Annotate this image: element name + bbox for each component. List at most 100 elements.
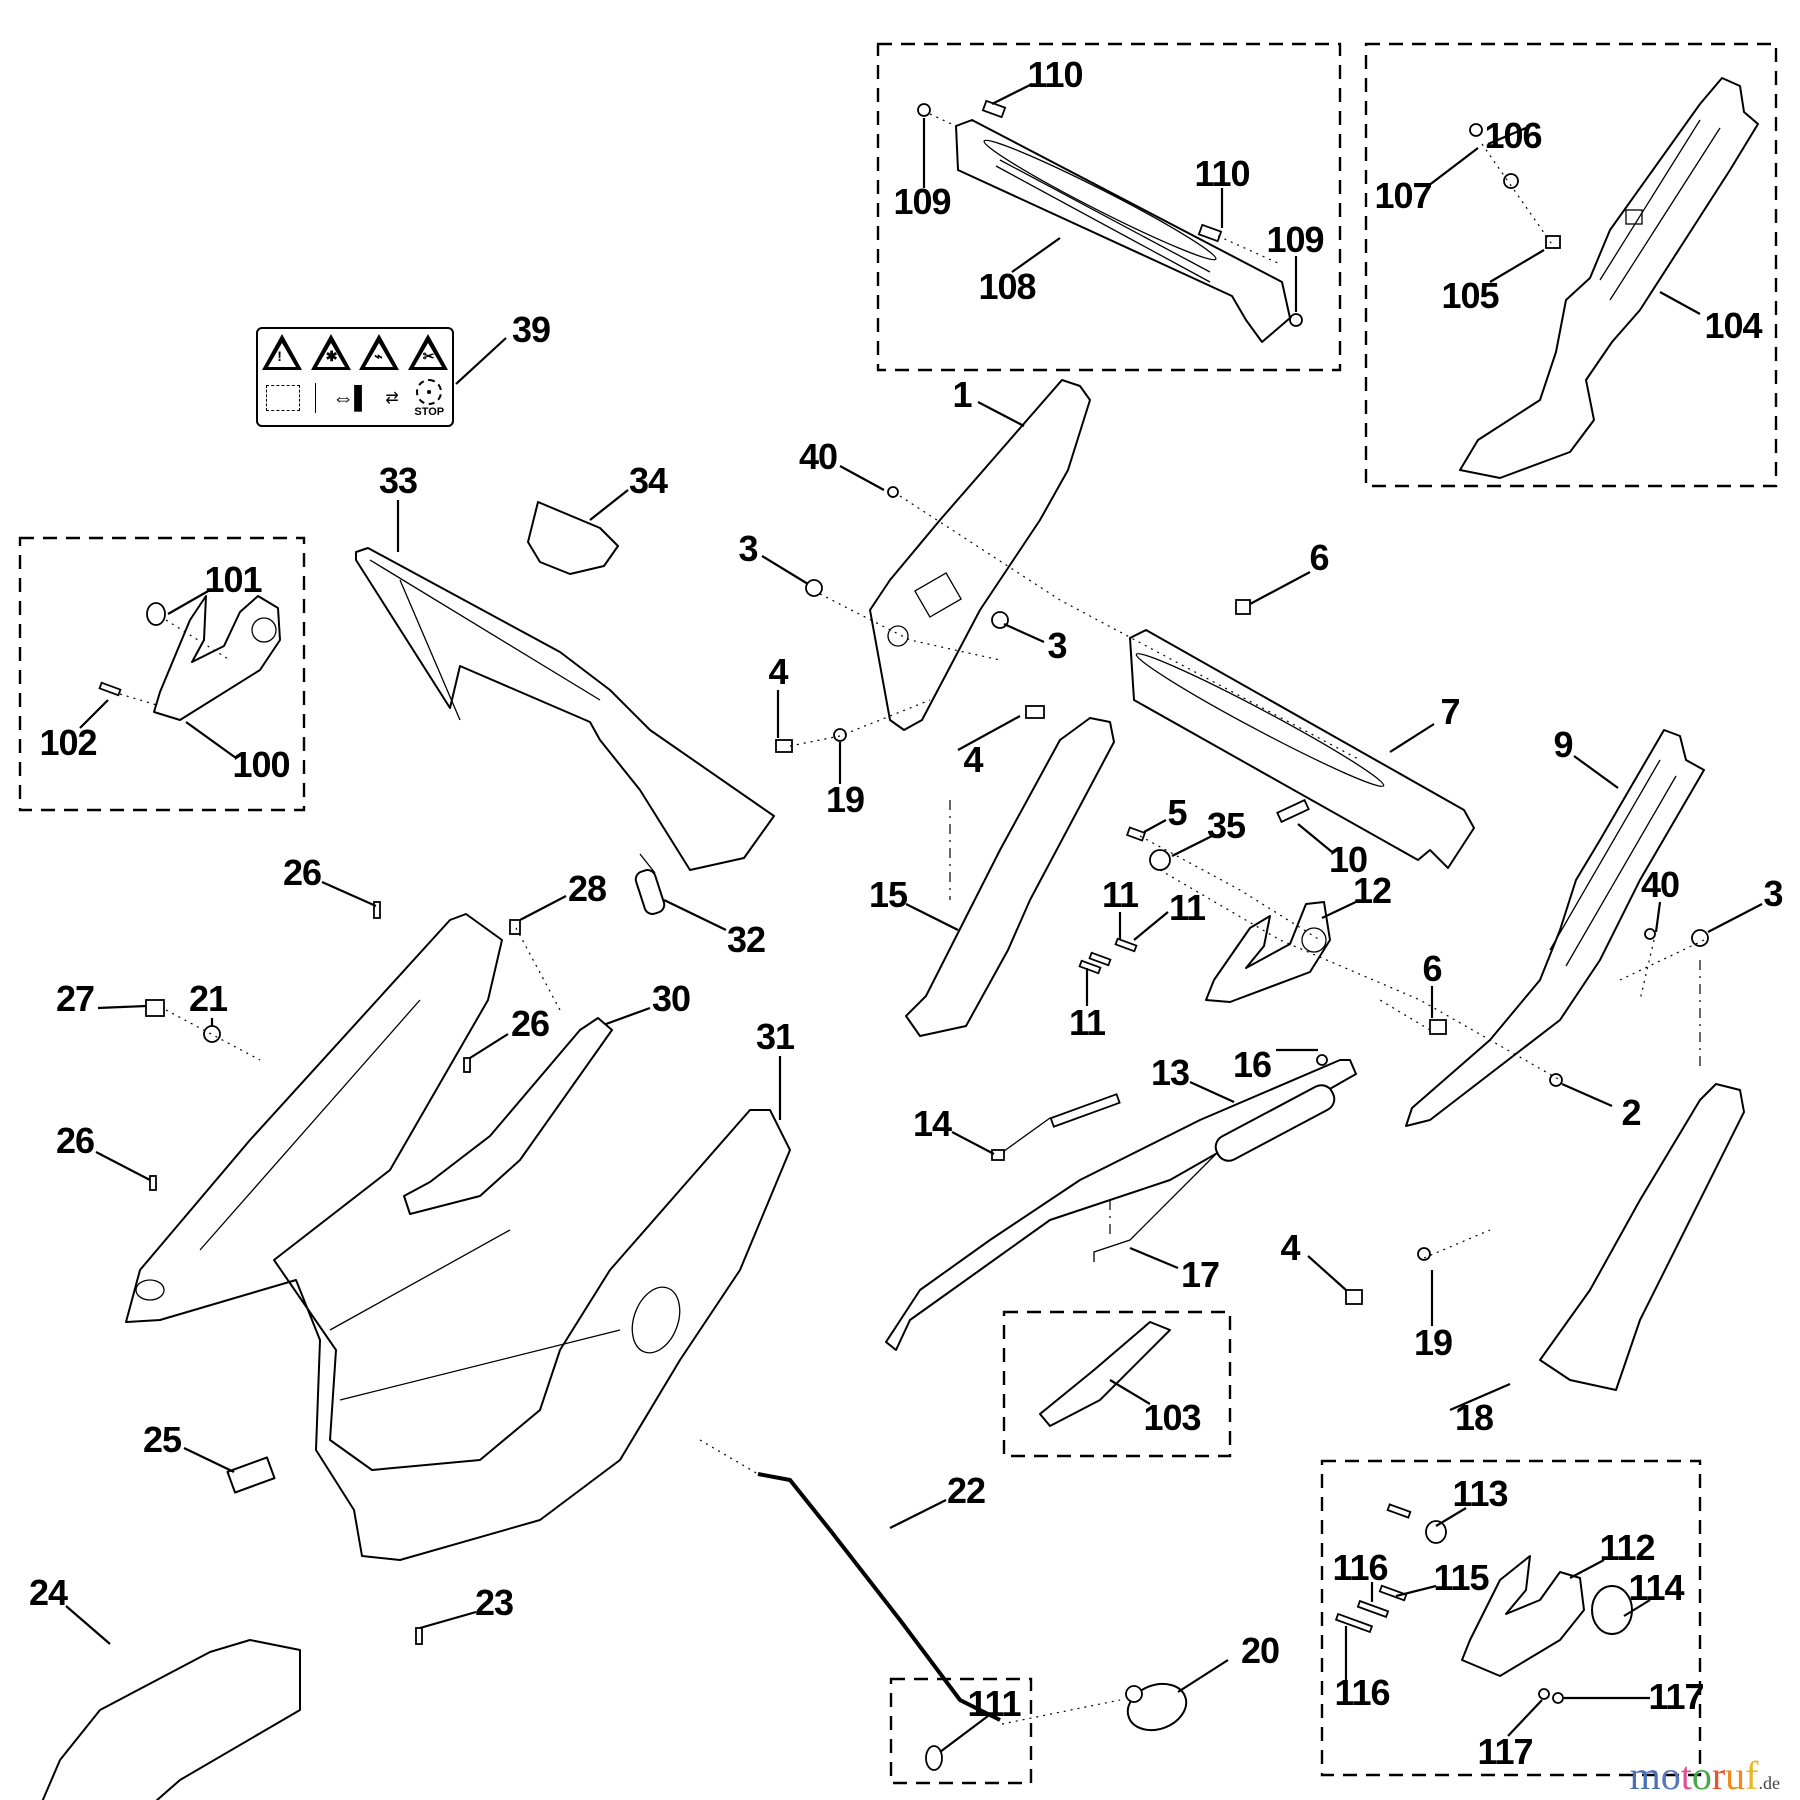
callout-label: 40 bbox=[1640, 864, 1680, 905]
warning-mark: ! bbox=[277, 348, 282, 364]
callout-label: 40 bbox=[798, 436, 838, 477]
callout-label: 39 bbox=[511, 309, 551, 350]
part-25-clip bbox=[226, 1456, 276, 1494]
part-23-screw bbox=[415, 1627, 423, 1645]
callout-label: 112 bbox=[1599, 1527, 1655, 1568]
part-12-lever bbox=[1205, 901, 1331, 1003]
callout-label: 10 bbox=[1328, 839, 1368, 880]
callout-label: 103 bbox=[1143, 1397, 1201, 1438]
fasteners-108-kit bbox=[917, 99, 1303, 327]
callout-label: 105 bbox=[1441, 275, 1499, 316]
callout-label: 7 bbox=[1440, 691, 1460, 732]
warning-foot-injury-icon: ✂ bbox=[407, 334, 448, 370]
callout-label: 13 bbox=[1150, 1052, 1190, 1093]
part-34-cap bbox=[527, 501, 619, 575]
callout-label: 4 bbox=[1280, 1227, 1300, 1268]
callout-label: 27 bbox=[55, 978, 95, 1019]
logo-tld: .de bbox=[1758, 1773, 1781, 1793]
kit-box-112 bbox=[1320, 1459, 1702, 1777]
blade-stop-icon: STOP bbox=[414, 378, 445, 418]
brand-logo: motoruf.de bbox=[1630, 1756, 1780, 1796]
read-manual-icon bbox=[265, 385, 300, 411]
callout-label: 110 bbox=[1194, 153, 1250, 194]
callout-label: 114 bbox=[1628, 1567, 1684, 1608]
callout-label: 11 bbox=[1168, 887, 1206, 928]
callout-label: 107 bbox=[1374, 175, 1432, 216]
kit-box-111 bbox=[889, 1677, 1033, 1785]
callout-label: 100 bbox=[232, 744, 290, 785]
callout-label: 30 bbox=[651, 978, 691, 1019]
callout-label: 117 bbox=[1477, 1731, 1533, 1772]
part-100-lever-kit bbox=[98, 595, 281, 721]
part-111-washer bbox=[925, 1745, 943, 1771]
callout-label: 26 bbox=[55, 1120, 95, 1161]
warning-general-icon: ! bbox=[262, 334, 303, 370]
callout-label: 12 bbox=[1352, 870, 1392, 911]
callout-label: 14 bbox=[912, 1103, 952, 1144]
callout-label: 20 bbox=[1240, 1630, 1280, 1671]
part-14-indicator bbox=[991, 1093, 1121, 1161]
logo-letter: f bbox=[1745, 1753, 1759, 1798]
callout-label: 34 bbox=[628, 460, 668, 501]
separator bbox=[315, 383, 317, 413]
callout-label: 106 bbox=[1484, 115, 1542, 156]
callout-label: 28 bbox=[567, 868, 607, 909]
leader-lines bbox=[65, 83, 1763, 1753]
callout-label: 1 bbox=[952, 374, 972, 415]
callout-label: 11 bbox=[1101, 874, 1139, 915]
callout-label: 104 bbox=[1704, 305, 1762, 346]
part-104-side-bracket bbox=[1459, 77, 1759, 479]
keep-distance-icon: ⇔▌ bbox=[332, 385, 370, 410]
part-7-crossbar bbox=[1129, 629, 1475, 869]
callout-label: 113 bbox=[1452, 1473, 1508, 1514]
callout-label: 5 bbox=[1167, 792, 1187, 833]
callout-label: 18 bbox=[1454, 1397, 1494, 1438]
callout-label: 17 bbox=[1180, 1254, 1220, 1295]
part-112-lever-kit bbox=[1334, 1503, 1633, 1704]
callout-label: 32 bbox=[726, 919, 766, 960]
callout-label: 2 bbox=[1621, 1092, 1641, 1133]
callout-label: 19 bbox=[1413, 1322, 1453, 1363]
kit-box-103 bbox=[1002, 1310, 1232, 1458]
instruction-icons-row: ⇔▌ ⇄ STOP bbox=[258, 375, 452, 421]
logo-letter: u bbox=[1725, 1753, 1746, 1798]
callout-label: 11 bbox=[1068, 1002, 1106, 1043]
callout-label: 111 bbox=[967, 1683, 1021, 1724]
callout-label: 31 bbox=[755, 1016, 795, 1057]
callout-label: 15 bbox=[868, 874, 908, 915]
callout-label: 21 bbox=[188, 978, 228, 1019]
blade-icon bbox=[416, 378, 443, 405]
warning-triangles-row: ! ✱ ⌁ ✂ bbox=[258, 329, 452, 375]
logo-letter: o bbox=[1691, 1753, 1712, 1798]
stop-text: STOP bbox=[414, 405, 445, 418]
logo-letter: t bbox=[1680, 1753, 1692, 1798]
part-30-link bbox=[403, 1017, 613, 1215]
assembly-guide-lines bbox=[165, 495, 1705, 1259]
callout-label: 6 bbox=[1309, 537, 1329, 578]
logo-letter: m bbox=[1629, 1753, 1661, 1798]
height-adjust-icon: ⇄ bbox=[385, 390, 399, 407]
callout-label: 102 bbox=[39, 722, 97, 763]
callout-label: 4 bbox=[963, 739, 983, 780]
kit-box-100 bbox=[18, 536, 306, 812]
callout-label: 19 bbox=[825, 779, 865, 820]
callout-label: 116 bbox=[1332, 1547, 1388, 1588]
part-18-rail bbox=[1539, 1083, 1745, 1391]
part-9-bracket bbox=[1405, 729, 1705, 1127]
logo-letter: r bbox=[1711, 1753, 1726, 1798]
callout-label: 16 bbox=[1232, 1044, 1272, 1085]
warning-sticker: ! ✱ ⌁ ✂ ⇔▌ ⇄ STOP bbox=[256, 327, 454, 427]
fasteners-104-kit bbox=[1469, 123, 1561, 251]
callout-label: 33 bbox=[378, 460, 418, 501]
callout-label: 109 bbox=[1266, 219, 1324, 260]
callout-label: 116 bbox=[1334, 1672, 1390, 1713]
kit-box-108 bbox=[876, 42, 1342, 372]
callout-label: 26 bbox=[282, 852, 322, 893]
callout-label: 115 bbox=[1433, 1557, 1489, 1598]
callout-label: 3 bbox=[738, 528, 758, 569]
callout-label: 108 bbox=[978, 266, 1036, 307]
callout-label: 23 bbox=[474, 1582, 514, 1623]
logo-letter: o bbox=[1660, 1753, 1681, 1798]
callout-label: 4 bbox=[768, 651, 788, 692]
